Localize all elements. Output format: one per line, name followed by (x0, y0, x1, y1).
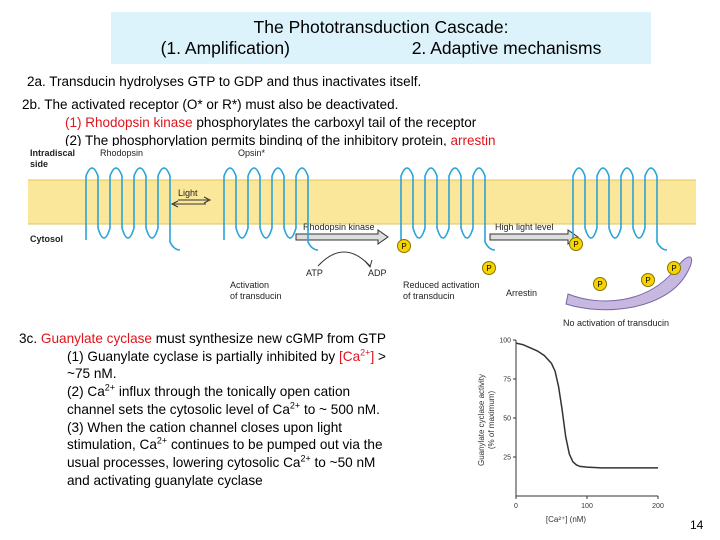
section-3c-line7: and activating guanylate cyclase (67, 472, 263, 488)
slide-subtitle: (1. Amplification) 2. Adaptive mechanism… (111, 38, 651, 59)
no-activation-label: No activation of transducin (563, 318, 669, 328)
phosphate-2 (569, 237, 583, 251)
title-box: The Phototransduction Cascade: (1. Ampli… (111, 12, 651, 64)
point-2b-2: (2) The phosphorylation permits binding … (65, 132, 495, 149)
y-axis-label-1: Guanylate cyclase activity (477, 374, 486, 466)
rhodopsin-kinase-label: Rhodopsin kinase (303, 222, 375, 232)
phosphate-4 (593, 277, 607, 291)
adp-label: ADP (368, 268, 387, 278)
section-3c-line4: (3) When the cation channel closes upon … (67, 419, 343, 435)
section-3c-lead: 3c. Guanylate cyclase must synthesize ne… (19, 331, 386, 346)
y-tick-label: 75 (503, 377, 511, 384)
page-number: 14 (690, 518, 704, 532)
phosphate-label: P (671, 264, 676, 273)
disc-membrane (28, 180, 696, 224)
slide-title: The Phototransduction Cascade: (253, 17, 509, 37)
subtitle-right: 2. Adaptive mechanisms (411, 38, 602, 58)
reduced-label-1: Reduced activation (403, 280, 480, 290)
arrestin-term: arrestin (450, 133, 496, 148)
intradiscal-label: Intradiscal (30, 148, 75, 158)
receptor-4 (572, 167, 668, 251)
cytosol-label: Cytosol (30, 234, 63, 244)
point-2b-2-text: (2) The phosphorylation permits binding … (65, 133, 451, 148)
guanylate-cyclase-term: Guanylate cyclase (40, 331, 152, 346)
activation-label-2: of transducin (230, 291, 282, 301)
section-3c-line1: (1) Guanylate cyclase is partially inhib… (67, 347, 386, 364)
y-tick-label: 50 (503, 416, 511, 423)
receptor-2 (223, 167, 319, 251)
guanylate-cyclase-chart: 25 50 75 100 0 100 200 [Ca²⁺] (nM) Guanylate c… (477, 338, 664, 525)
x-tick-label: 200 (652, 503, 664, 510)
phosphate-label: P (401, 242, 406, 251)
phosphate-label: P (597, 280, 602, 289)
point-2b-1: (1) Rhodopsin kinase phosphorylates the … (65, 114, 476, 131)
x-tick-label: 100 (581, 503, 593, 510)
arrestin-protein (565, 256, 693, 311)
phosphate-label: P (645, 276, 650, 285)
point-2b-1-num: (1) (65, 115, 86, 130)
x-tick-label: 0 (514, 503, 518, 510)
y-axis-label-2: (% of maximum) (487, 391, 496, 450)
receptor-1 (85, 167, 181, 251)
point-2a: 2a. Transducin hydrolyses GTP to GDP and… (27, 74, 422, 89)
reduced-label-2: of transducin (403, 291, 455, 301)
receptor-3 (400, 167, 496, 251)
section-3c-line5: stimulation, Ca2+ continues to be pumped… (67, 435, 383, 453)
section-3c-line2: (2) Ca2+ influx through the tonically op… (67, 382, 351, 400)
subtitle-left: (1. Amplification) (160, 38, 290, 58)
phosphate-label: P (486, 264, 491, 273)
activity-curve (515, 342, 658, 469)
rhodopsin-deactivation-figure: Intradiscal side Cytosol Rhodopsin Opsin… (28, 146, 696, 330)
section-3c-line3: channel sets the cytosolic level of Ca2+… (67, 400, 380, 417)
side-label: side (30, 159, 48, 169)
point-2b-1-rest: phosphorylates the carboxyl tail of the … (192, 115, 477, 130)
phosphate-1 (397, 239, 411, 253)
high-light-label: High light level (495, 222, 554, 232)
arrestin-label: Arrestin (506, 288, 537, 298)
phosphate-5 (641, 273, 655, 287)
receptor-helices (85, 167, 668, 251)
rhodopsin-kinase-term: Rhodopsin kinase (85, 115, 193, 130)
opsin-label: Opsin* (238, 148, 266, 158)
point-2b: 2b. The activated receptor (O* or R*) mu… (22, 97, 399, 112)
light-arrows (170, 196, 212, 208)
phosphate-3 (482, 261, 496, 275)
rhodopsin-label: Rhodopsin (100, 148, 143, 158)
phosphate-groups: P P P P P P (397, 237, 681, 291)
y-tick-label: 25 (503, 455, 511, 462)
atp-label: ATP (306, 268, 323, 278)
phosphate-label: P (573, 240, 578, 249)
x-axis-label: [Ca²⁺] (nM) (546, 515, 587, 524)
section-3c-line1b: ~75 nM. (67, 366, 117, 382)
phosphate-6 (667, 261, 681, 275)
light-label: Light (178, 188, 198, 198)
section-3c: 3c. Guanylate cyclase must synthesize ne… (19, 330, 386, 489)
activation-label-1: Activation (230, 280, 269, 290)
y-tick-label: 100 (499, 338, 511, 345)
section-3c-line6: usual processes, lowering cytosolic Ca2+… (67, 453, 376, 470)
